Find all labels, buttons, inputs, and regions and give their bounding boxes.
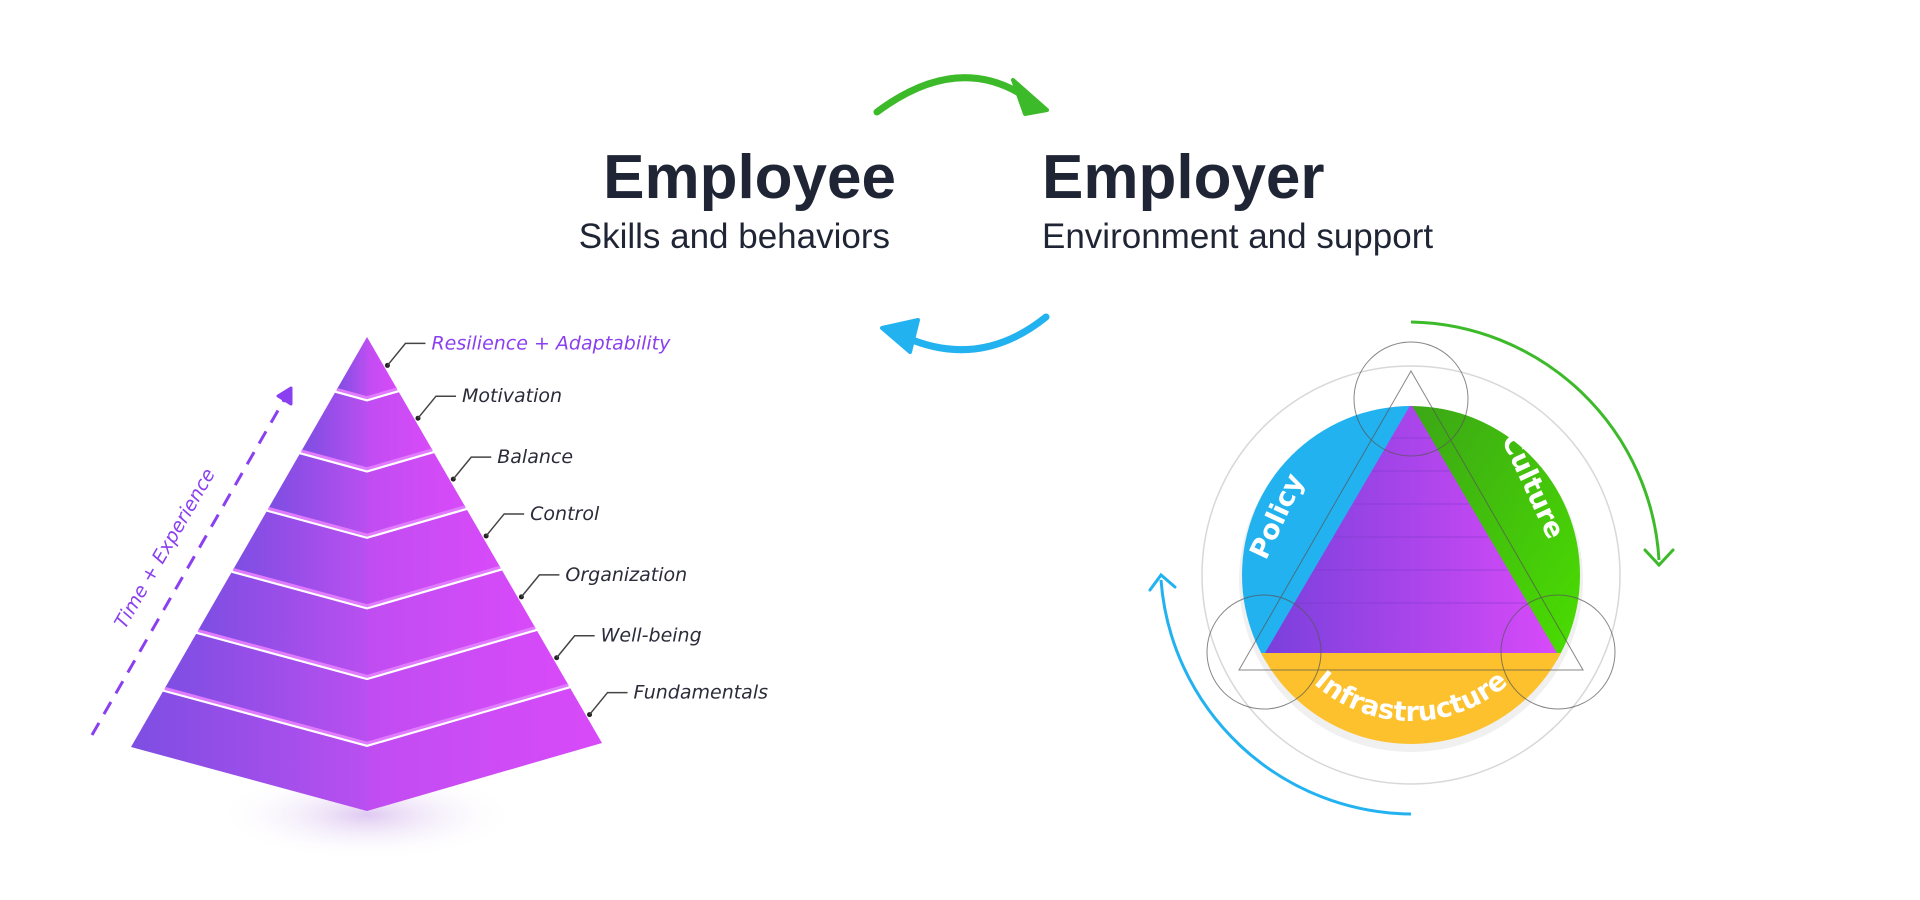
level-leader-line bbox=[452, 456, 492, 480]
level-label: Resilience + Adaptability bbox=[431, 332, 671, 354]
pyramid-layer-divider bbox=[232, 565, 501, 608]
pyramid-layer-left-face bbox=[164, 633, 367, 744]
level-leader-line bbox=[386, 342, 426, 366]
pyramid-labels: Resilience + Adaptability Motivation Bal… bbox=[384, 332, 769, 718]
employee-title: Employee bbox=[603, 143, 896, 212]
employer-title: Employer bbox=[1042, 143, 1325, 212]
policy-cycle-arrow bbox=[1148, 572, 1412, 816]
pyramid-layer-right-face bbox=[367, 570, 536, 677]
pyramid-layer-divider bbox=[267, 505, 466, 537]
outer-ring bbox=[1201, 365, 1621, 785]
culture-cycle-arrow bbox=[1410, 320, 1675, 568]
pyramid-layer-right-face bbox=[367, 509, 501, 606]
pyramid-layer-right-face bbox=[367, 688, 602, 811]
employer-subtitle: Environment and support bbox=[1042, 217, 1433, 256]
pyramid bbox=[131, 337, 602, 811]
pyramid-triangle bbox=[1265, 406, 1557, 653]
level-label: Control bbox=[530, 503, 600, 525]
pyramid-layer-divider bbox=[197, 626, 536, 678]
pyramid-layer-right-face bbox=[367, 392, 433, 469]
pyramid-layer-right-face bbox=[367, 337, 398, 398]
level-label: Well-being bbox=[601, 625, 702, 647]
level-leader-line bbox=[417, 395, 456, 419]
pyramid-layer-divider bbox=[300, 448, 433, 471]
level-label: Motivation bbox=[462, 385, 562, 407]
level-label: Balance bbox=[497, 446, 573, 468]
level-leader-line bbox=[556, 634, 595, 659]
level-leader-line bbox=[588, 691, 628, 716]
time-experience-arrow bbox=[90, 386, 293, 736]
pyramid-shadow bbox=[217, 770, 517, 860]
level-label: Fundamentals bbox=[634, 682, 769, 704]
pyramid-layer-left-face bbox=[336, 337, 367, 398]
pyramid-layer-left-face bbox=[233, 511, 367, 606]
pyramid-layer-left-face bbox=[198, 572, 367, 677]
pyramid-layer-right-face bbox=[367, 630, 569, 744]
pyramid-layer-right-face bbox=[367, 453, 466, 536]
pyramid-layer-divider bbox=[336, 387, 398, 400]
pyramid-layer-left-face bbox=[301, 392, 367, 469]
level-leader-line bbox=[520, 574, 560, 598]
cycle-arrow-blue bbox=[880, 313, 1050, 354]
triangle-outline bbox=[1206, 341, 1616, 710]
employee-subtitle: Skills and behaviors bbox=[579, 217, 890, 256]
cycle-arrow-green bbox=[873, 74, 1049, 116]
level-label: Organization bbox=[565, 564, 687, 586]
pyramid-layer-divider bbox=[164, 683, 569, 745]
level-leader-line bbox=[485, 513, 525, 537]
pyramid-layer-left-face bbox=[131, 691, 367, 811]
